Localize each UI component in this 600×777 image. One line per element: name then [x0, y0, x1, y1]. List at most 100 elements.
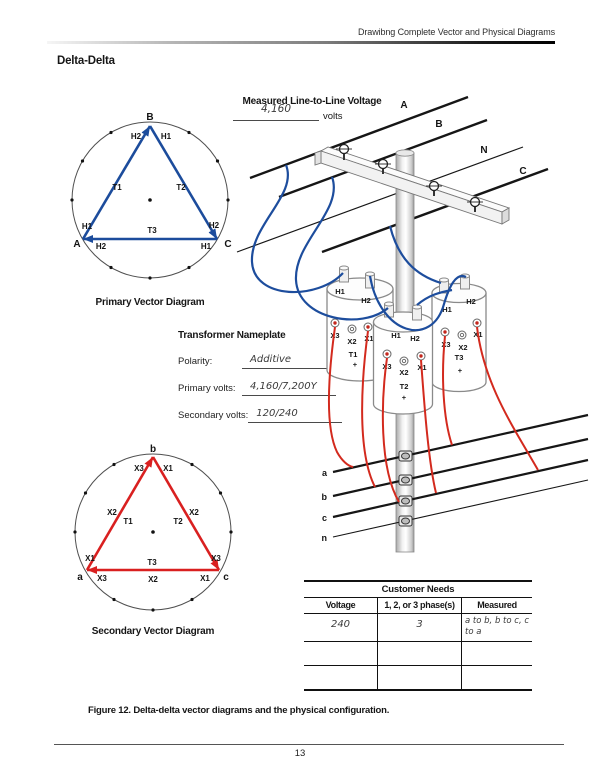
jumper-t2h2 [416, 288, 453, 306]
cell-measured [461, 666, 532, 689]
secondary-x2-left: X2 [107, 508, 117, 517]
footer-rule [54, 744, 564, 745]
secondary-center-dot [151, 530, 155, 534]
secondary-t2: T2 [173, 517, 183, 526]
secondary-n-label: n [322, 533, 328, 543]
nameplate-row-secondary-volts: Secondary volts:120/240 [178, 405, 348, 423]
header-phases: 1, 2, or 3 phase(s) [377, 598, 461, 613]
t3-x3-label: X3 [441, 340, 450, 349]
t1-h2-label: H2 [361, 296, 371, 305]
primary-h2-a: H2 [96, 242, 107, 251]
primary-t1: T1 [112, 183, 122, 192]
cell-voltage [304, 666, 377, 689]
primary-volts-label: Primary volts: [178, 383, 236, 394]
t2-name-label: T2 [400, 382, 409, 391]
header-measured: Measured [461, 598, 532, 613]
pin-insulators [336, 143, 483, 212]
wire-t3x1-to-c [476, 326, 539, 471]
section-heading: Delta-Delta [57, 55, 115, 67]
running-header: Drawibng Complete Vector and Physical Di… [358, 27, 555, 37]
cell-voltage: 240 [330, 619, 351, 630]
primary-h1-c: H1 [201, 242, 212, 251]
spool-a [398, 450, 413, 462]
insulator-a [336, 143, 352, 160]
primary-t2: T2 [176, 183, 186, 192]
polarity-value: Additive [242, 354, 336, 369]
table-header-row: Voltage 1, 2, or 3 phase(s) Measured [304, 598, 532, 614]
spool-insulators [398, 450, 413, 527]
wire-t1x3-to-a [327, 326, 354, 468]
spool-b [398, 474, 413, 486]
measured-voltage-value: 4,160 [233, 103, 319, 121]
secondary-volts-label: Secondary volts: [178, 410, 249, 421]
cell-phases: 3 [377, 614, 461, 641]
neutral-line-n [236, 146, 524, 253]
primary-center-dot [148, 198, 152, 202]
measured-voltage-unit: volts [323, 111, 343, 122]
wire-b-to-t2h1 [294, 176, 389, 321]
phase-a-label: A [400, 100, 407, 111]
secondary-vertex-b: b [150, 444, 156, 455]
t3-polarity-mark: + [458, 366, 463, 375]
insulator-n [426, 180, 442, 196]
wire-t2x1-to-c [420, 359, 437, 494]
secondary-b-label: b [322, 492, 328, 502]
cell-phases [377, 666, 461, 689]
primary-delta-vectors [81, 125, 219, 243]
t1-x1-label: X1 [364, 334, 373, 343]
primary-t3: T3 [147, 226, 157, 235]
secondary-vertex-c: c [223, 572, 229, 583]
t3-x2-label: X2 [458, 343, 467, 352]
cell-measured [461, 642, 532, 665]
secondary-x1-top: X1 [163, 464, 173, 473]
spool-n [398, 515, 413, 527]
cell-measured: a to b, b to c, c to a [461, 614, 532, 641]
nameplate-row-polarity: Polarity: Additive [178, 351, 348, 369]
secondary-x2-right: X2 [189, 508, 199, 517]
table-row [304, 666, 532, 689]
secondary-line-n [332, 479, 589, 538]
wire-t1x1-to-b [361, 330, 376, 488]
secondary-a-label: a [322, 468, 328, 478]
polarity-label: Polarity: [178, 356, 213, 367]
insulator-b [375, 158, 391, 174]
header-voltage: Voltage [325, 600, 356, 610]
measured-voltage-title: Measured Line-to-Line Voltage [242, 96, 382, 107]
secondary-c-label: c [322, 513, 327, 523]
secondary-service-lines [332, 413, 589, 538]
t1-x2-label: X2 [347, 337, 356, 346]
t2-x2-label: X2 [399, 368, 408, 377]
wire-t3x3-to-a [442, 335, 453, 446]
phase-line-c [321, 167, 549, 254]
primary-h2-top: H2 [131, 132, 142, 141]
customer-needs-table: Customer Needs Voltage 1, 2, or 3 phase(… [304, 580, 532, 691]
secondary-volts-value: 120/240 [248, 408, 343, 423]
t3-bushing-h1 [439, 277, 449, 294]
crossarm [314, 146, 511, 225]
wire-a-to-t1h1 [250, 164, 344, 293]
table-row [304, 642, 532, 666]
primary-volts-value: 4,160/7,200Y [242, 381, 336, 396]
t3-h1-label: H1 [442, 305, 452, 314]
primary-wires [250, 164, 467, 332]
primary-vector-diagram: B H2 H1 T1 T2 T3 H1 A H2 H2 C H1 [70, 112, 232, 280]
t3-h2-label: H2 [466, 297, 476, 306]
phase-line-b [278, 118, 488, 199]
secondary-line-c [332, 458, 589, 519]
primary-h1-a: H1 [82, 222, 93, 231]
secondary-diagram-caption: Secondary Vector Diagram [91, 626, 215, 637]
secondary-wires [327, 326, 539, 503]
secondary-x3-top: X3 [134, 464, 144, 473]
secondary-x3-a: X3 [97, 574, 107, 583]
physical-configuration-drawing: A B N C [236, 95, 589, 553]
secondary-x1-c: X1 [200, 574, 210, 583]
secondary-t3: T3 [147, 558, 157, 567]
customer-needs-title: Customer Needs [304, 582, 532, 598]
secondary-clock-dots [73, 462, 233, 612]
t2-terminals [382, 349, 426, 366]
spool-c [398, 495, 413, 507]
t2-h1-label: H1 [391, 331, 401, 340]
t2-polarity-mark: + [402, 393, 407, 402]
cell-phases [377, 642, 461, 665]
